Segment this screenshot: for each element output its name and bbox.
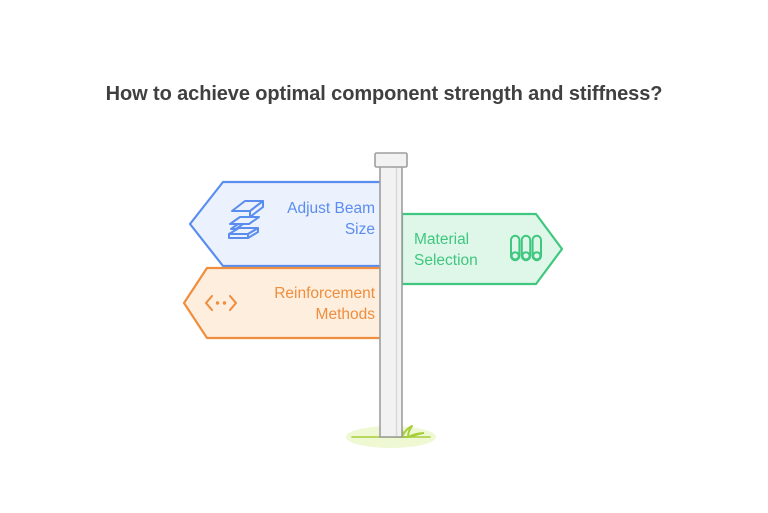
sign-label-material-selection: Material Selection xyxy=(414,231,478,269)
sign-label-reinforcement-methods: Reinforcement Methods xyxy=(274,285,375,323)
page-title: How to achieve optimal component strengt… xyxy=(105,83,663,105)
pipes-icon xyxy=(510,234,542,262)
grass-blade-right xyxy=(407,432,425,438)
expand-arrows-icon xyxy=(204,294,238,312)
post-body xyxy=(379,162,403,438)
post-cap xyxy=(374,152,408,168)
i-beam-icon xyxy=(228,200,264,239)
sign-label-adjust-beam-size: Adjust Beam Size xyxy=(287,200,375,238)
